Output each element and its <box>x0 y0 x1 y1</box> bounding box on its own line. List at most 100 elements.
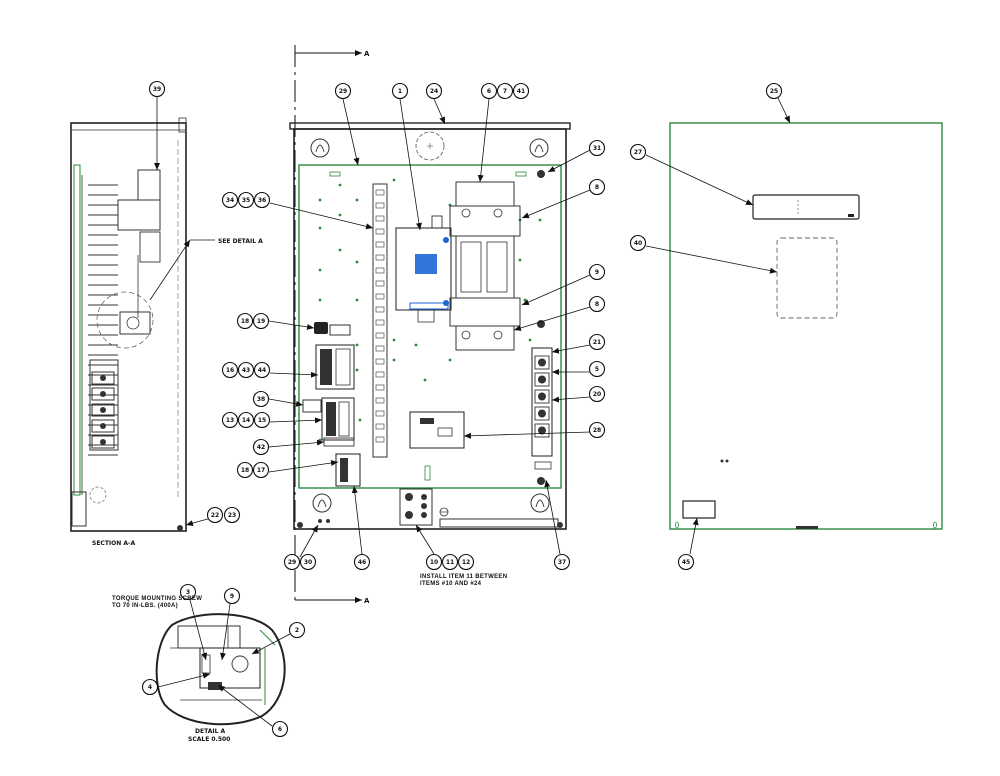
balloon-label: 37 <box>558 559 566 566</box>
balloon-b11: 11 <box>441 553 459 571</box>
balloon-label: 18 <box>241 467 249 474</box>
detail-title: DETAIL A <box>195 728 225 735</box>
balloon-label: 16 <box>226 367 234 374</box>
balloon-label: 12 <box>462 559 470 566</box>
balloon-label: 30 <box>304 559 312 566</box>
balloon-b14: 14 <box>237 411 255 429</box>
torque-note-line2: TO 70 IN-LBS. (400A) <box>112 603 178 609</box>
balloon-label: 45 <box>682 559 690 566</box>
balloon-label: 4 <box>148 684 152 691</box>
balloon-label: 19 <box>257 318 265 325</box>
balloon-b13: 13 <box>221 411 239 429</box>
balloon-label: 39 <box>153 86 161 93</box>
install-note-line2: ITEMS #10 AND #24 <box>420 581 482 587</box>
detail-a-view <box>155 613 286 726</box>
balloon-label: 40 <box>634 240 642 247</box>
balloon-b35: 35 <box>237 191 255 209</box>
balloon-b8b: 8 <box>588 295 606 313</box>
balloon-b43: 43 <box>237 361 255 379</box>
balloon-label: 2 <box>295 627 299 634</box>
balloon-label: 22 <box>211 512 219 519</box>
balloon-b1: 1 <box>391 82 409 100</box>
balloon-b41: 41 <box>512 82 530 100</box>
balloon-b28: 28 <box>588 421 606 439</box>
balloon-b40: 40 <box>629 234 647 252</box>
balloon-b16: 16 <box>221 361 239 379</box>
section-view <box>70 117 215 532</box>
balloon-label: 44 <box>258 367 266 374</box>
detail-scale: SCALE 0.500 <box>188 736 230 743</box>
balloon-label: 3 <box>186 589 190 596</box>
balloon-b25: 25 <box>765 82 783 100</box>
install-note: INSTALL ITEM 11 BETWEEN ITEMS #10 AND #2… <box>420 574 507 588</box>
see-detail-label: SEE DETAIL A <box>218 238 263 245</box>
balloon-label: 21 <box>593 339 601 346</box>
balloon-b39: 39 <box>148 80 166 98</box>
balloon-b29b: 29 <box>283 553 301 571</box>
balloon-label: 28 <box>593 427 601 434</box>
balloon-b45: 45 <box>677 553 695 571</box>
balloon-b10: 10 <box>425 553 443 571</box>
balloon-label: 14 <box>242 417 250 424</box>
balloon-label: 6 <box>278 726 282 733</box>
balloon-b37: 37 <box>553 553 571 571</box>
balloon-label: 35 <box>242 197 250 204</box>
torque-note-line1: TORQUE MOUNTING SCREW <box>112 596 203 602</box>
balloon-b23: 23 <box>223 506 241 524</box>
balloon-label: 8 <box>595 184 599 191</box>
balloon-label: 46 <box>358 559 366 566</box>
balloon-label: 9 <box>595 269 599 276</box>
balloon-label: 29 <box>339 88 347 95</box>
balloon-label: 34 <box>226 197 234 204</box>
balloon-label: 11 <box>446 559 454 566</box>
balloon-label: 10 <box>430 559 438 566</box>
balloon-b30: 30 <box>299 553 317 571</box>
install-note-line1: INSTALL ITEM 11 BETWEEN <box>420 574 508 580</box>
balloon-label: 43 <box>242 367 250 374</box>
section-title: SECTION A-A <box>92 540 135 547</box>
balloon-b44: 44 <box>253 361 271 379</box>
balloon-b38: 38 <box>252 390 270 408</box>
balloon-b3: 3 <box>179 583 197 601</box>
balloon-label: 6 <box>487 88 491 95</box>
balloon-b20: 20 <box>588 385 606 403</box>
balloon-label: 41 <box>517 88 525 95</box>
balloon-label: 27 <box>634 149 642 156</box>
balloon-b6: 6 <box>480 82 498 100</box>
balloon-label: 13 <box>226 417 234 424</box>
balloon-label: 1 <box>398 88 402 95</box>
balloon-label: 36 <box>258 197 266 204</box>
balloon-b21: 21 <box>588 333 606 351</box>
balloon-b22: 22 <box>206 506 224 524</box>
balloon-b19: 19 <box>252 312 270 330</box>
balloon-b4: 4 <box>141 678 159 696</box>
balloon-b34: 34 <box>221 191 239 209</box>
balloon-b29: 29 <box>334 82 352 100</box>
balloon-b36: 36 <box>253 191 271 209</box>
balloon-b18a: 18 <box>236 312 254 330</box>
section-cut-line <box>294 45 362 603</box>
balloon-label: 24 <box>430 88 438 95</box>
balloon-b6b: 6 <box>271 720 289 738</box>
balloon-b24: 24 <box>425 82 443 100</box>
balloon-label: 7 <box>503 88 507 95</box>
balloon-b9a: 9 <box>588 263 606 281</box>
balloon-b12: 12 <box>457 553 475 571</box>
balloon-b27: 27 <box>629 143 647 161</box>
balloon-b8a: 8 <box>588 178 606 196</box>
balloon-label: 20 <box>593 391 601 398</box>
balloon-b17: 17 <box>252 461 270 479</box>
balloon-b46: 46 <box>353 553 371 571</box>
balloon-b5: 5 <box>588 360 606 378</box>
balloon-label: 31 <box>593 145 601 152</box>
balloon-label: 5 <box>595 366 599 373</box>
balloon-b9b: 9 <box>223 587 241 605</box>
balloon-label: 42 <box>257 444 265 451</box>
section-marker-bottom: A <box>364 597 370 605</box>
balloon-b42: 42 <box>252 438 270 456</box>
balloon-label: 17 <box>257 467 265 474</box>
section-marker-top: A <box>364 50 370 58</box>
balloon-b7: 7 <box>496 82 514 100</box>
